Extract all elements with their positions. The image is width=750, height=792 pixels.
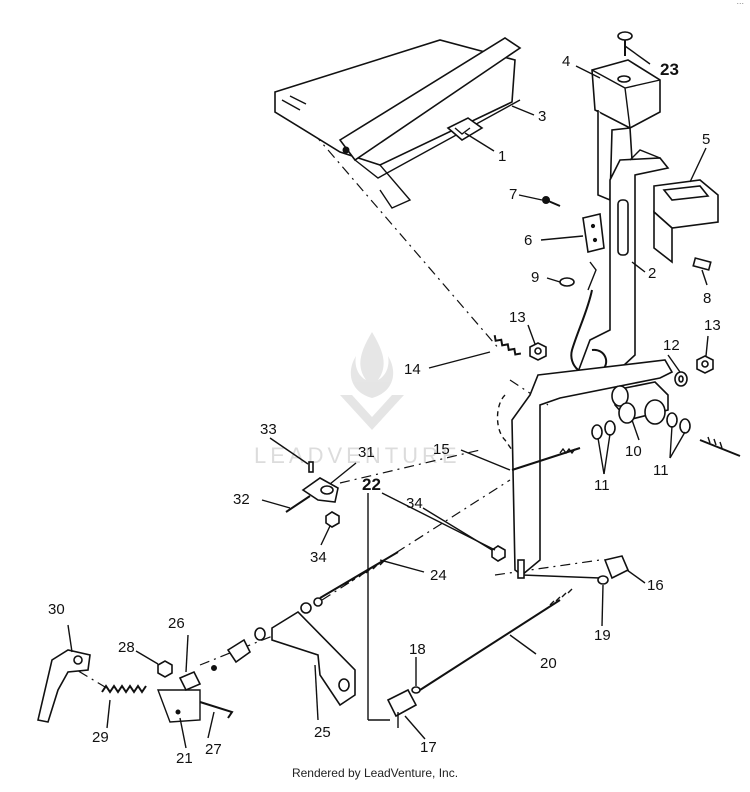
callout-32: 32 [233, 491, 250, 508]
part-18-nut [411, 686, 421, 694]
callout-20: 20 [540, 655, 557, 672]
callout-17: 17 [420, 739, 437, 756]
callout-6: 6 [524, 232, 532, 249]
part-34-nut-right [491, 545, 506, 562]
part-33-pin [308, 461, 314, 473]
callout-7: 7 [509, 186, 517, 203]
callout-12: 12 [663, 337, 680, 354]
callout-18: 18 [409, 641, 426, 658]
callout-1: 1 [498, 148, 506, 165]
part-30-arm [37, 649, 91, 723]
leader-lines [67, 45, 709, 749]
part-5-guide-bracket [653, 179, 719, 264]
part-19-nut [597, 575, 609, 585]
part-14-spring [493, 334, 522, 356]
part-15-bolt [511, 447, 581, 471]
callout-labels: 1 2 3 4 5 6 7 8 9 10 11 11 12 13 13 14 1… [48, 53, 721, 767]
part-17-rod-end [386, 688, 418, 728]
callout-13-left: 13 [509, 309, 526, 326]
part-23-screw [617, 31, 633, 56]
pivot-frame [496, 359, 674, 579]
callout-10: 10 [625, 443, 642, 460]
part-2-lever-arm [576, 149, 670, 379]
cable-fittings [211, 627, 266, 671]
callout-22: 22 [362, 475, 381, 494]
callout-31: 31 [358, 444, 375, 461]
callout-25: 25 [314, 724, 331, 741]
part-31-bellcrank [301, 477, 339, 503]
part-28-nut [157, 660, 173, 678]
part-20-rod [419, 588, 573, 691]
callout-16: 16 [647, 577, 664, 594]
callout-14: 14 [404, 361, 421, 378]
part-7-screw [542, 196, 561, 207]
part-11-washers-left [591, 420, 616, 440]
page-number: ... [736, 0, 744, 6]
part-12-washer [674, 371, 688, 387]
callout-27: 27 [205, 741, 222, 758]
callout-28: 28 [118, 639, 135, 656]
part-27-cotter-pin [199, 701, 234, 719]
part-1-bracket [446, 117, 484, 141]
callout-5: 5 [702, 131, 710, 148]
watermark-chevron-icon [340, 395, 404, 430]
part-16-rod-end [603, 555, 630, 580]
callout-3: 3 [538, 108, 546, 125]
callout-23: 23 [660, 60, 679, 79]
callout-33: 33 [260, 421, 277, 438]
callout-15: 15 [433, 441, 450, 458]
callout-13-right: 13 [704, 317, 721, 334]
part-13-nut-left [529, 342, 547, 361]
callout-21: 21 [176, 750, 193, 767]
part-24-cable [319, 551, 399, 599]
callout-11-right: 11 [653, 462, 669, 479]
threaded-bolt-right [699, 436, 741, 457]
part-21-bracket [156, 689, 201, 723]
part-11-washers-right [666, 412, 691, 434]
callout-34-right: 34 [406, 495, 423, 512]
footer-credit: Rendered by LeadVenture, Inc. [291, 766, 459, 780]
part-4-handle-grip [591, 59, 661, 202]
alignment-lines [59, 99, 601, 721]
part-13-nut-right [696, 355, 714, 374]
callout-30: 30 [48, 601, 65, 618]
part-3-mounting-rail [274, 37, 522, 209]
part-34-nut-left [325, 511, 340, 528]
callout-24: 24 [430, 567, 447, 584]
part-6-clip [582, 213, 605, 253]
watermark-flame-icon [350, 332, 394, 398]
part-26-bracket [178, 670, 202, 692]
callout-2: 2 [648, 265, 656, 282]
callout-11-left: 11 [594, 477, 610, 494]
part-25-cable-bracket [271, 597, 356, 707]
part-8-pin [692, 257, 712, 271]
part-9-clip [559, 261, 597, 291]
part-29-spring [101, 684, 147, 694]
callout-26: 26 [168, 615, 185, 632]
callout-34-left: 34 [310, 549, 327, 566]
callout-9: 9 [531, 269, 539, 286]
callout-8: 8 [703, 290, 711, 307]
callout-4: 4 [562, 53, 570, 70]
part-32-cotter-pin [285, 495, 311, 513]
callout-29: 29 [92, 729, 109, 746]
part-10-bushing [611, 381, 669, 425]
callout-19: 19 [594, 627, 611, 644]
